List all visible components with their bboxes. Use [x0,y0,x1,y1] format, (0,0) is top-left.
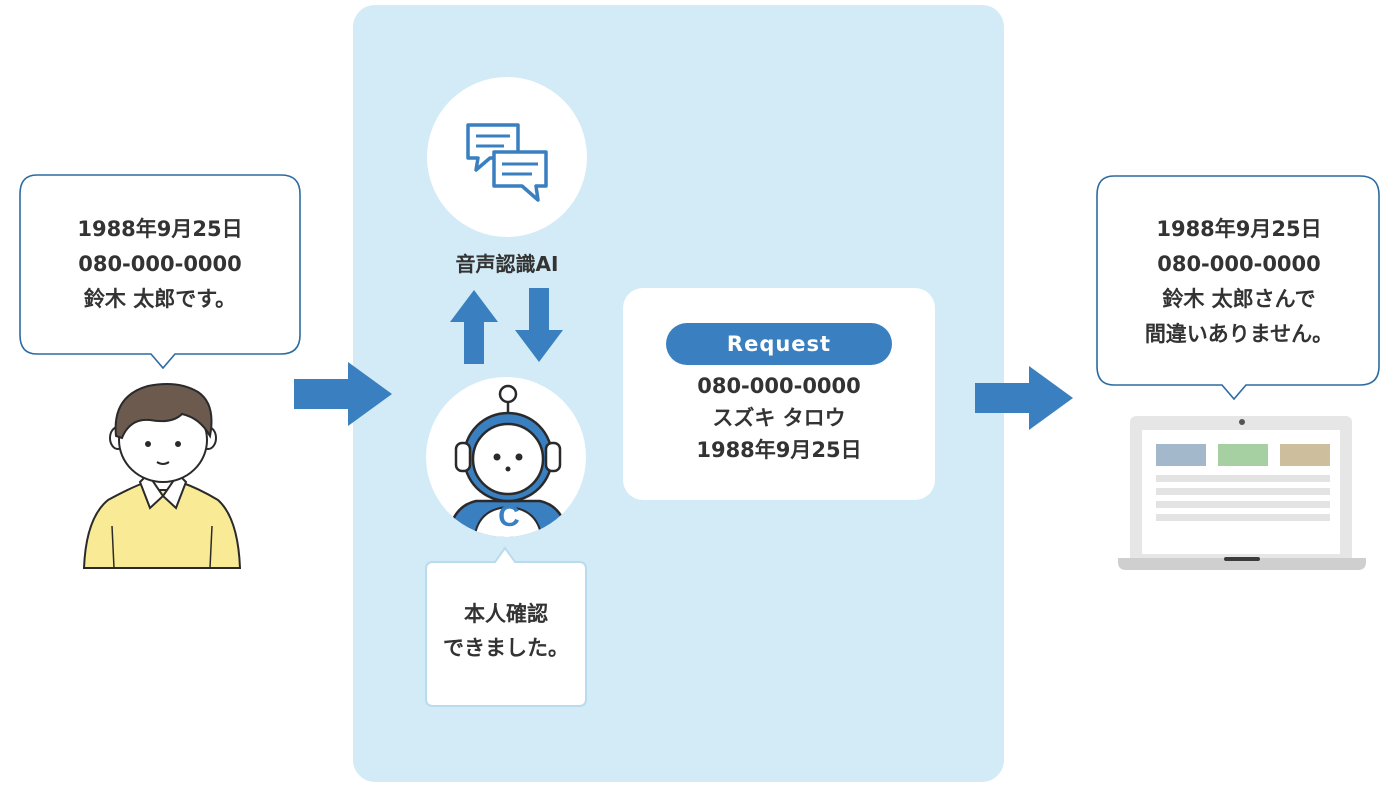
robot-bubble-text: 本人確認 できました。 [423,597,589,665]
request-pill: Request [666,323,892,365]
user-bubble-line: 1988年9月25日 [20,212,300,247]
speech-ai-label: 音声認識AI [427,248,587,277]
user-bubble-text: 1988年9月25日 080-000-0000 鈴木 太郎です。 [20,212,300,317]
user-bubble-line: 鈴木 太郎です。 [20,282,300,317]
chat-bubbles-icon [462,118,557,213]
request-line: 1988年9月25日 [623,434,935,466]
request-line: 080-000-0000 [623,370,935,402]
arrow-up-icon [450,290,498,364]
user-bubble-line: 080-000-0000 [20,247,300,282]
result-bubble-line: 1988年9月25日 [1097,212,1381,247]
result-bubble-line: 080-000-0000 [1097,247,1381,282]
result-bubble-line: 鈴木 太郎さんで [1097,282,1381,317]
arrow-right-icon [294,362,394,426]
result-bubble-text: 1988年9月25日 080-000-0000 鈴木 太郎さんで 間違いありませ… [1097,212,1381,352]
arrow-right-icon [975,366,1075,430]
laptop-icon [1116,412,1368,574]
robot-bubble-line: できました。 [423,631,589,665]
result-bubble-line: 間違いありません。 [1097,317,1381,352]
person-icon [78,378,248,573]
arrow-down-icon [515,288,563,362]
request-details: 080-000-0000 スズキ タロウ 1988年9月25日 [623,370,935,466]
request-line: スズキ タロウ [623,402,935,434]
robot-badge: C [495,500,523,534]
robot-bubble-line: 本人確認 [423,597,589,631]
